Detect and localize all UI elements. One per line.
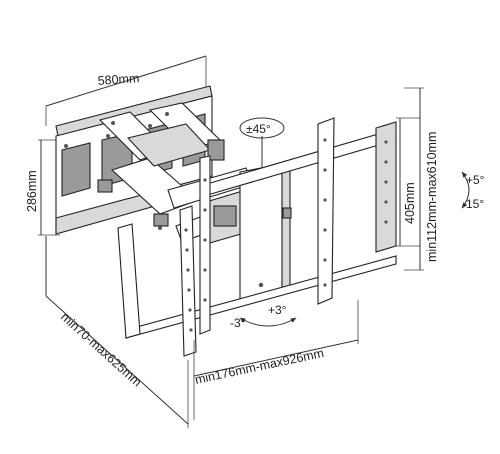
bracket-holes [184,138,388,332]
swivel-label: ±45° [246,122,271,136]
tilt-indicator: +5° -15° [461,171,485,211]
tv-brackets [117,117,397,357]
plate-height-dimension: 286mm [25,139,60,236]
vertical-range-dimension: min112mm-max610mm [404,87,439,271]
vesa-height-dimension: 405mm [396,117,420,247]
rotate-plus-label: +3° [268,303,287,317]
horizontal-range-label: min176mm-max926mm [194,346,325,387]
horizontal-range-dimension: min176mm-max926mm [193,300,359,420]
rotate-minus-label: -3° [230,316,246,330]
tilt-down-label: -15° [462,197,484,211]
vesa-height-label: 405mm [403,182,417,224]
extension-dimension: min70-max625mm [45,236,189,428]
tilt-head-plate [239,163,292,301]
tilt-up-label: +5° [466,173,485,187]
width-dimension: 580mm [45,55,207,126]
rotation-indicator: -3° +3° [230,303,297,330]
width-label: 580mm [97,71,140,88]
swivel-indicator: ±45° [239,117,285,168]
plate-height-label: 286mm [25,170,39,212]
vertical-range-label: min112mm-max610mm [425,132,439,262]
